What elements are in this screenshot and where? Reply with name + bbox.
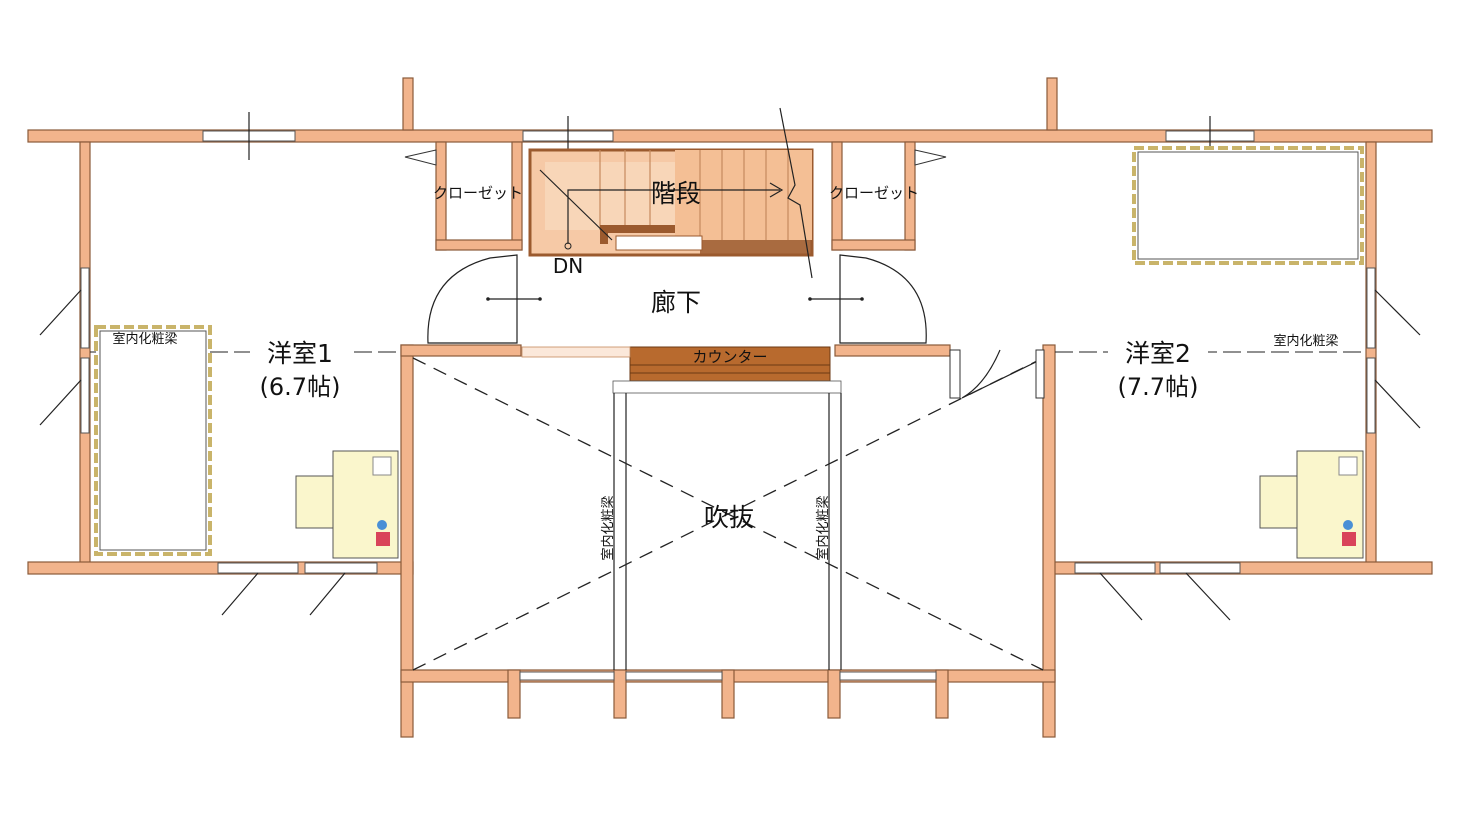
- beam-void-left-label: 室内化粧梁: [600, 495, 616, 560]
- window-void-bottom-b: [625, 671, 723, 681]
- down-label: DN: [553, 254, 583, 278]
- wall-room2-void: [1042, 344, 1056, 738]
- chair-room1: [295, 475, 334, 529]
- post-4: [827, 669, 841, 719]
- stairs-label: 階段: [651, 179, 701, 208]
- void-area: [412, 349, 1045, 671]
- wall-closet-left-bottom: [435, 239, 523, 251]
- window-bottom-room2-a: [1074, 562, 1156, 574]
- post-5: [935, 669, 949, 719]
- bed-room1: [94, 325, 212, 556]
- window-bottom-room1-b: [304, 562, 378, 574]
- window-right-b: [1366, 357, 1376, 434]
- wall-right: [1365, 141, 1377, 568]
- wall-hall-bottom-right: [834, 344, 951, 357]
- wall-left: [79, 141, 91, 568]
- window-bottom-room2-b: [1159, 562, 1241, 574]
- room2-furniture: [1132, 146, 1364, 559]
- post-3: [721, 669, 735, 719]
- window-left-a: [80, 267, 90, 349]
- bed-room2: [1132, 146, 1364, 265]
- window-left-b: [80, 357, 90, 434]
- closet-right-label: クローゼット: [829, 184, 919, 202]
- room1-name: 洋室1: [267, 339, 333, 368]
- wall-closet-right-bottom: [831, 239, 916, 251]
- post-1: [507, 669, 521, 719]
- room1-size: (6.7帖): [260, 373, 341, 401]
- window-void-bottom-a: [519, 671, 615, 681]
- post-2: [613, 669, 627, 719]
- beam-room2-label: 室内化粧梁: [1273, 333, 1338, 349]
- wall-top: [27, 129, 1433, 143]
- beam-room1-label: 室内化粧梁: [112, 331, 177, 347]
- counter-label: カウンター: [692, 348, 767, 366]
- hallway-label: 廊下: [651, 288, 701, 317]
- wall-stub-top-right: [1046, 77, 1058, 131]
- window-bottom-room1-a: [217, 562, 299, 574]
- room2-size: (7.7帖): [1118, 373, 1199, 401]
- stairs: [528, 107, 814, 279]
- window-right-a: [1366, 267, 1376, 349]
- room2-name: 洋室2: [1125, 339, 1191, 368]
- beam-void-right-label: 室内化粧梁: [815, 495, 831, 560]
- void-label: 吹抜: [704, 503, 754, 532]
- wall-stub-top-left: [402, 77, 414, 131]
- chair-room2: [1259, 475, 1298, 529]
- counter-top: [629, 346, 831, 382]
- closet-doors: [404, 149, 947, 166]
- wall-hall-bottom-left: [400, 344, 522, 357]
- counter: [521, 346, 842, 394]
- labels: 洋室1 (6.7帖) 洋室2 (7.7帖) 階段 廊下 吹抜 カウンター DN …: [112, 179, 1338, 561]
- hallway: [427, 254, 927, 344]
- room1-furniture: [94, 325, 399, 559]
- window-void-bottom-c: [839, 671, 937, 681]
- windows: [39, 112, 1421, 681]
- closet-left-label: クローゼット: [433, 184, 523, 202]
